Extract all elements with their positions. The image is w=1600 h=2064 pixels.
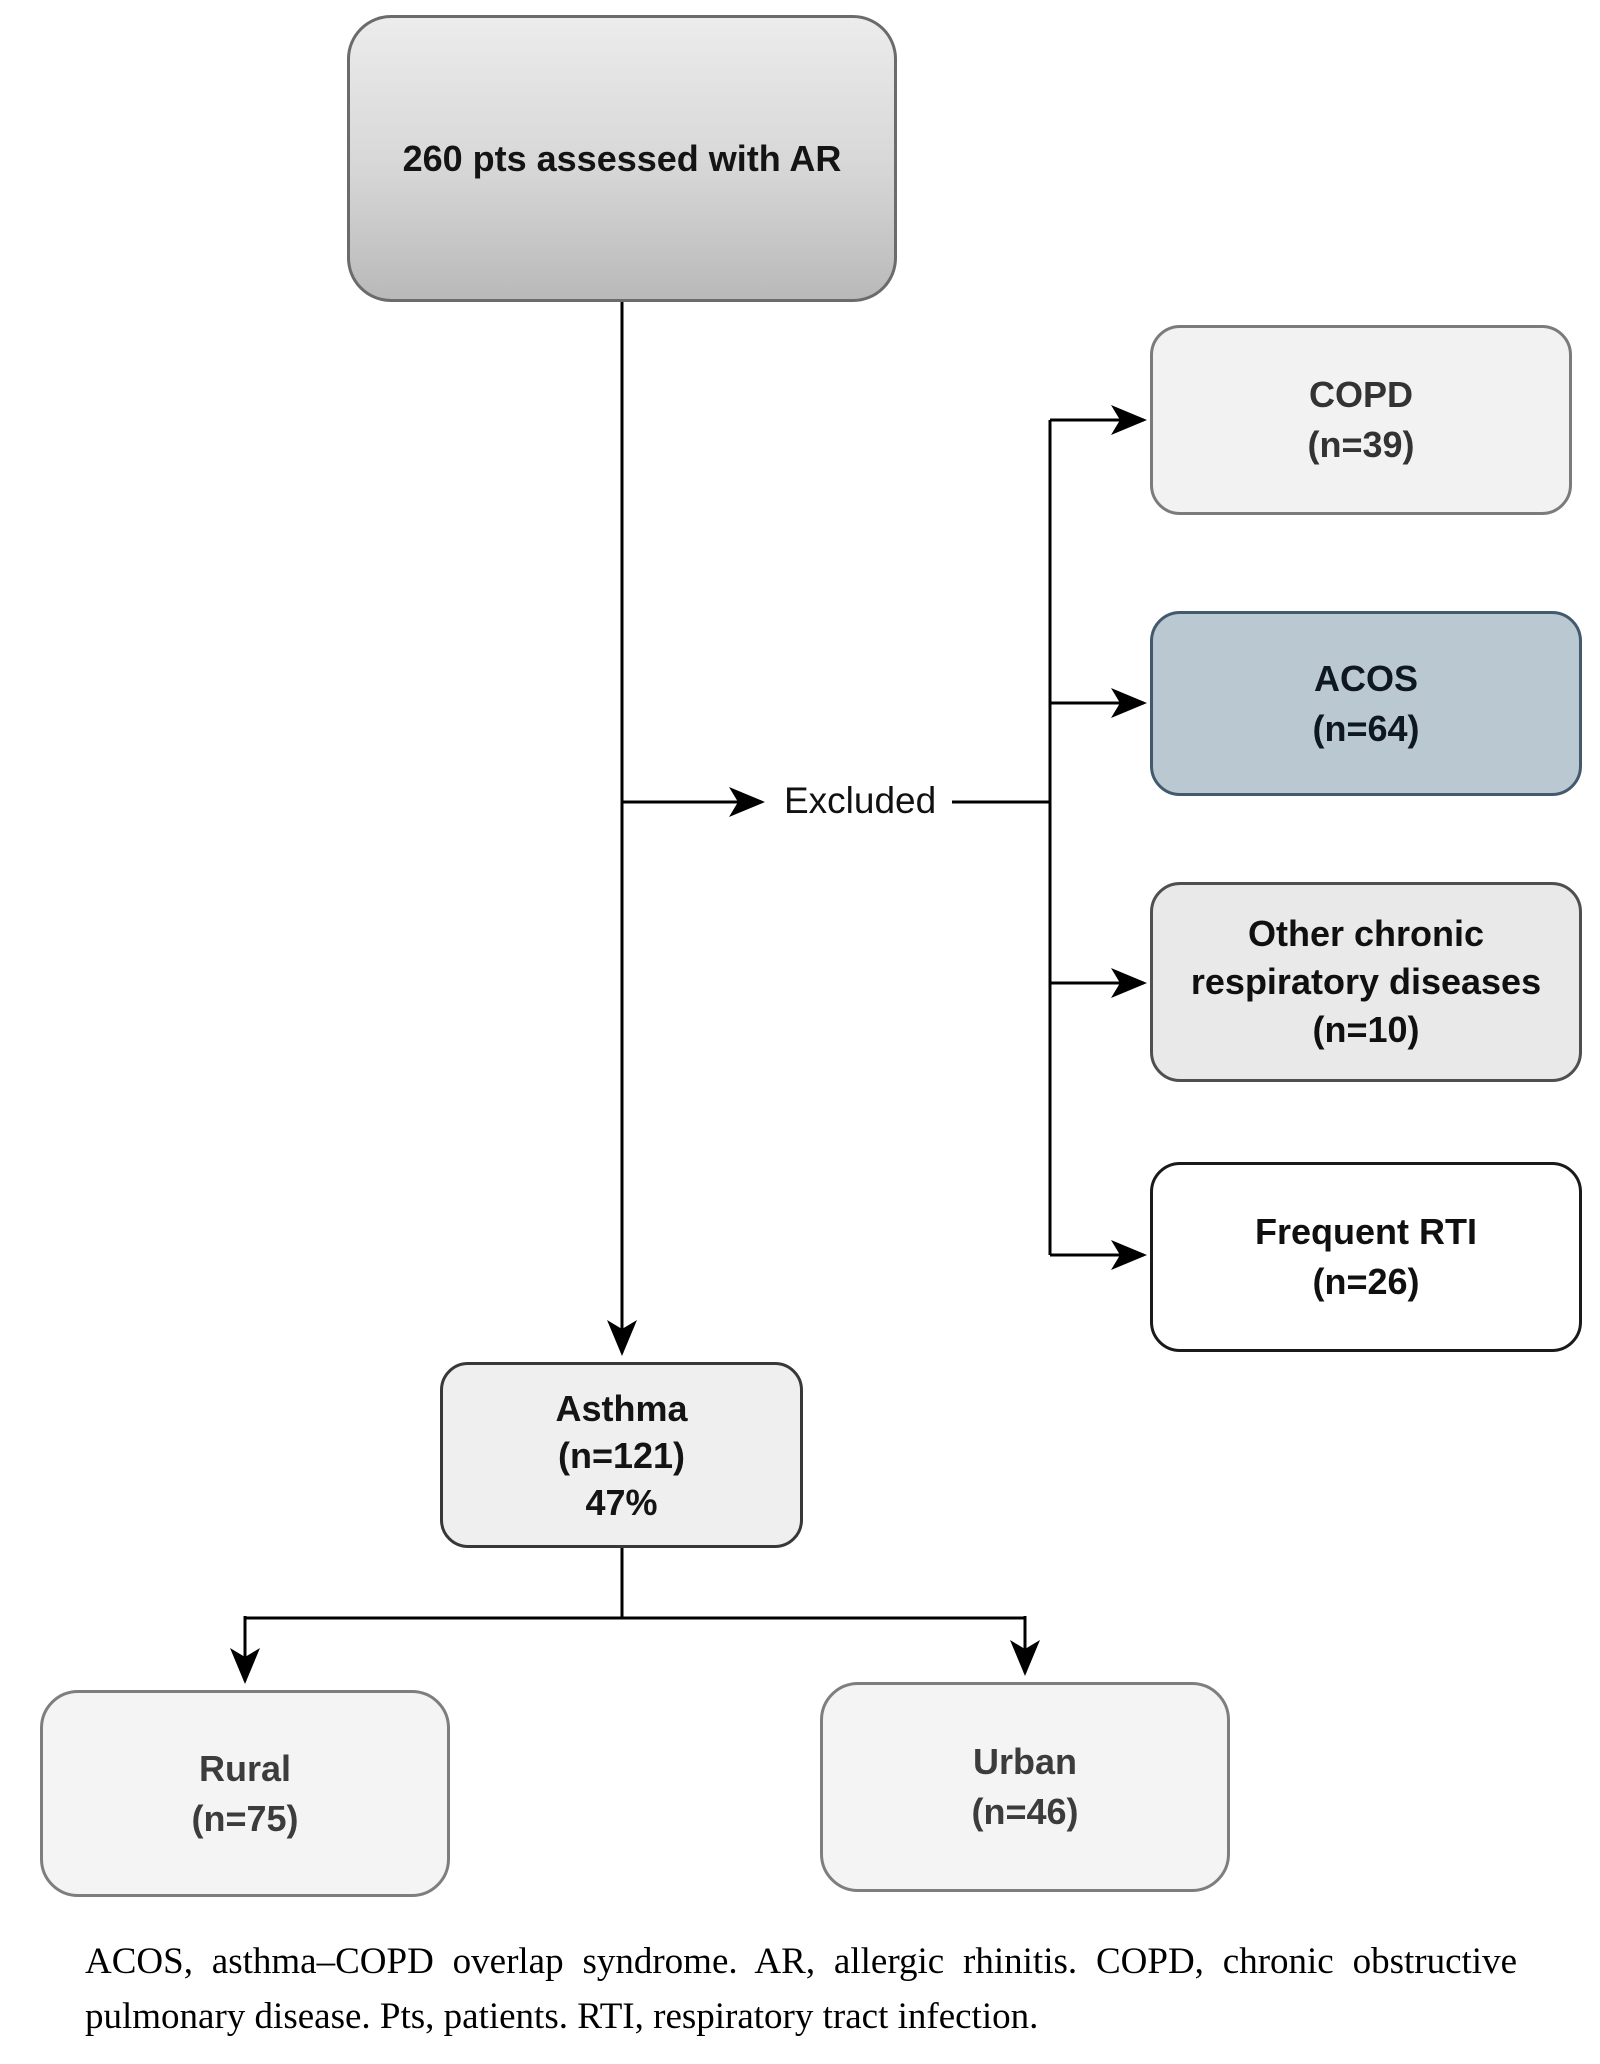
footnote-abbreviations: ACOS, asthma–COPD overlap syndrome. AR, … <box>85 1941 1517 2037</box>
node-other-chronic-title: Other chronic respiratory diseases <box>1190 913 1542 1002</box>
node-assessed-root-label: 260 pts assessed with AR <box>402 137 842 179</box>
node-urban-count: (n=46) <box>971 1791 1079 1832</box>
node-acos-count: (n=64) <box>1312 707 1420 749</box>
node-assessed-root: 260 pts assessed with AR <box>347 15 897 302</box>
excluded-label: Excluded <box>784 780 937 821</box>
node-asthma-count: (n=121) <box>557 1434 686 1476</box>
node-copd: COPD (n=39) <box>1150 325 1572 515</box>
node-rural-count: (n=75) <box>191 1797 299 1839</box>
node-other-chronic: Other chronic respiratory diseases (n=10… <box>1150 882 1582 1082</box>
node-rural-title: Rural <box>198 1747 292 1789</box>
node-asthma-title: Asthma <box>555 1387 688 1429</box>
node-urban-title: Urban <box>972 1741 1077 1782</box>
node-frequent-rti: Frequent RTI (n=26) <box>1150 1162 1582 1352</box>
node-acos: ACOS (n=64) <box>1150 611 1582 796</box>
node-frequent-rti-count: (n=26) <box>1312 1261 1420 1302</box>
node-acos-title: ACOS <box>1313 657 1418 699</box>
node-copd-count: (n=39) <box>1307 424 1415 465</box>
node-asthma-percent: 47% <box>585 1481 658 1523</box>
node-other-chronic-count: (n=10) <box>1312 1009 1420 1050</box>
node-urban: Urban (n=46) <box>820 1682 1230 1892</box>
node-asthma: Asthma (n=121) 47% <box>440 1362 803 1548</box>
node-copd-title: COPD <box>1308 374 1413 415</box>
node-frequent-rti-title: Frequent RTI <box>1255 1211 1477 1252</box>
node-rural: Rural (n=75) <box>40 1690 450 1897</box>
